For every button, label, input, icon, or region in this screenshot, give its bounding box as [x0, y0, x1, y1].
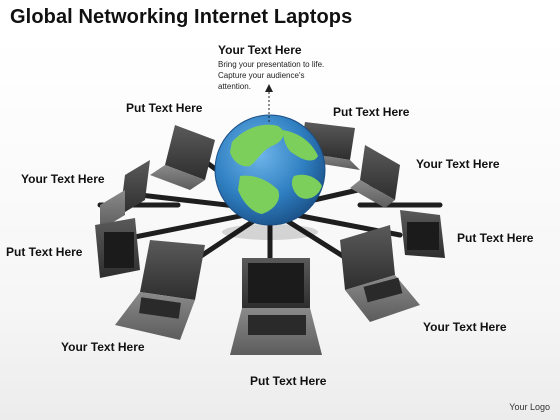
label-top-left: Put Text Here: [126, 101, 203, 115]
label-left-upper: Your Text Here: [21, 172, 105, 186]
laptop-icon: [150, 125, 215, 190]
laptop-icon: [100, 160, 150, 230]
laptop-icon: [230, 258, 322, 355]
dashed-arrow-icon: [265, 84, 273, 122]
logo-placeholder: Your Logo: [509, 402, 550, 412]
label-top-right: Put Text Here: [333, 105, 410, 119]
laptop-icon: [95, 218, 140, 278]
globe-icon: [214, 114, 326, 240]
label-right-middle: Put Text Here: [457, 231, 534, 245]
label-left-middle: Put Text Here: [6, 245, 83, 259]
callout-title: Your Text Here: [218, 43, 302, 57]
label-bottom: Put Text Here: [250, 374, 327, 388]
laptop-icon: [400, 210, 445, 258]
laptop-icon: [340, 225, 420, 322]
laptop-icon: [115, 240, 205, 340]
page-title: Global Networking Internet Laptops: [10, 6, 353, 28]
laptop-icon: [350, 145, 400, 208]
callout-line: attention.: [218, 82, 251, 91]
callout-body: Bring your presentation to life. Capture…: [218, 59, 358, 92]
diagram-background: [0, 36, 560, 420]
label-right-upper: Your Text Here: [416, 157, 500, 171]
label-left-lower: Your Text Here: [61, 340, 145, 354]
callout-line: Capture your audience's: [218, 71, 305, 80]
callout-line: Bring your presentation to life.: [218, 60, 325, 69]
label-right-lower: Your Text Here: [423, 320, 507, 334]
